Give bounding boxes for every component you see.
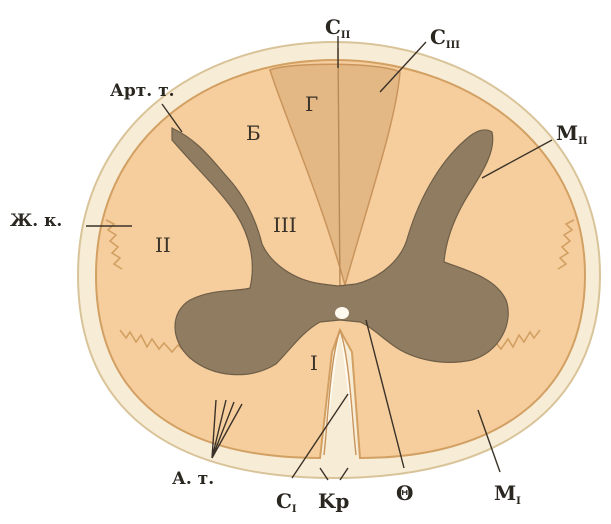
label-m1: MI [494,481,521,507]
label-theta: Θ [396,481,413,505]
region-label-iii: III [273,213,297,237]
label-art-t: Арт. т. [110,81,175,101]
label-s1: CI [276,489,297,515]
label-a-t: А. т. [172,469,214,489]
central-canal [335,307,349,319]
region-label-g: Г [305,92,318,116]
label-s3: CIII [430,25,460,51]
label-zh-k: Ж. к. [10,211,62,231]
label-kr: Kp [318,489,349,513]
region-label-b: Б [246,121,261,145]
region-label-ii: II [155,233,171,257]
region-label-i: I [310,351,318,375]
label-s2: CII [325,15,351,41]
label-m2: MII [556,121,588,147]
